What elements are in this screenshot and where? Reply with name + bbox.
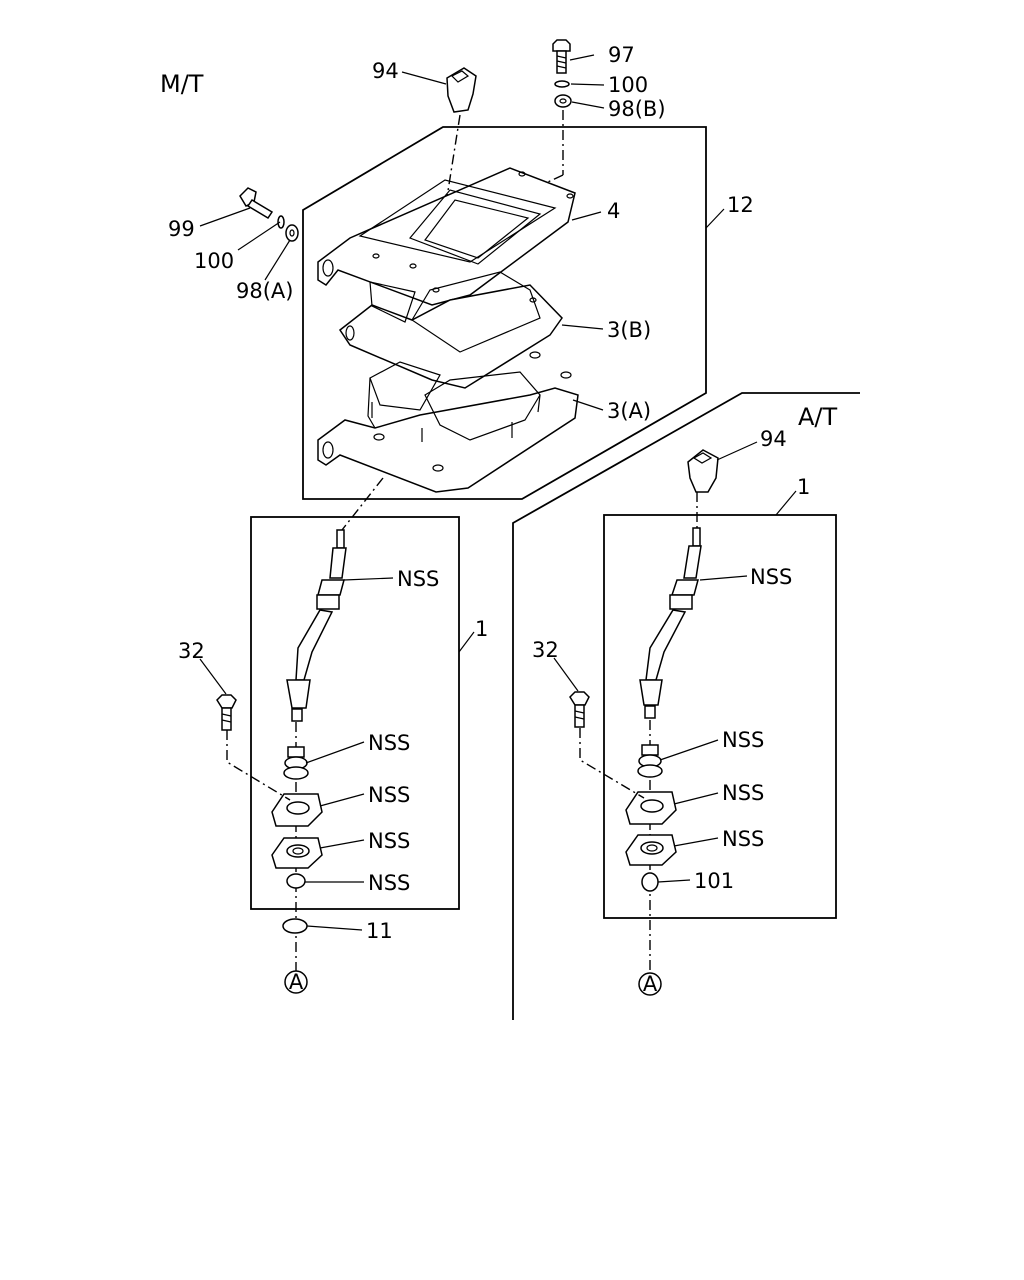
leader-mt-3a [572,399,604,411]
mt-label-knob: 94 [372,59,399,83]
leader-at-nss-1 [699,575,748,581]
leader-mt-98b [571,101,605,109]
leader-mt-nss-4 [319,839,365,849]
leader-mt-knob [401,71,447,85]
at-bolt-32 [569,691,590,728]
mt-spring-nss [283,746,309,780]
at-spring-nss [637,744,663,778]
at-bolt-32-axis [579,728,645,799]
mt-label-100-side: 100 [194,249,234,273]
at-lever-box-1 [603,514,837,919]
leader-mt-99 [199,207,251,227]
mt-shift-knob [446,67,477,113]
assembly-box-12 [302,126,707,500]
mt-plate-4 [317,167,576,306]
leader-at-nss-2 [659,739,719,761]
mt-lever-box-1 [250,516,460,910]
mt-bushing-nss [286,873,306,889]
leader-at-knob [716,441,758,461]
leader-mt-11 [306,925,363,931]
mt-label-3b: 3(B) [607,318,651,342]
mt-bolt-32-axis [226,730,291,801]
at-label-nss-2: NSS [722,728,764,752]
mt-label-100-top: 100 [608,73,648,97]
mt-boot-3b [338,271,563,389]
mt-bolt-32 [216,694,237,731]
mt-label-nss-3: NSS [368,783,410,807]
mt-label-nss-2: NSS [368,731,410,755]
mt-label-99: 99 [168,217,195,241]
mt-label-98b: 98(B) [608,97,666,121]
leader-mt-nss-2 [305,741,365,764]
at-label-nss-4: NSS [722,827,764,851]
mt-ring-11 [282,918,308,934]
leader-mt-100-top [570,83,605,86]
mt-label-32: 32 [178,639,205,663]
at-ref-a: A [643,972,658,996]
at-shift-knob [687,449,719,493]
leader-at-101 [657,879,691,883]
mt-label-97: 97 [608,43,635,67]
at-seat-nss [625,791,677,825]
leader-mt-32 [199,658,227,695]
mt-washer-100-top [554,80,570,88]
leader-at-1 [775,490,797,516]
at-ball-101 [641,872,659,892]
leader-mt-100-side [237,221,281,251]
boot-lever-axis [341,477,384,531]
mt-bolt-99 [239,187,274,220]
mt-shift-lever [286,529,347,722]
mt-label-11: 11 [366,919,393,943]
leader-mt-97 [569,54,595,61]
at-label-nss-3: NSS [722,781,764,805]
leader-at-nss-3 [673,792,719,805]
at-label-101: 101 [694,869,734,893]
leader-mt-nss-3 [319,793,365,807]
leader-mt-4 [571,211,602,221]
title-mt: M/T [160,70,204,98]
mt-label-98a: 98(A) [236,279,293,303]
leader-at-nss-4 [673,837,719,847]
at-label-knob: 94 [760,427,787,451]
at-label-32: 32 [532,638,559,662]
mt-label-nss-5: NSS [368,871,410,895]
at-shift-lever [639,527,702,719]
mt-label-nss-4: NSS [368,829,410,853]
mt-seat-nss [271,793,323,827]
leader-at-32 [553,657,579,692]
title-at: A/T [798,403,838,431]
mt-label-12: 12 [727,193,754,217]
mt-flange-nss [271,837,323,869]
leader-mt-1 [458,631,475,653]
at-label-nss-1: NSS [750,565,792,589]
mt-bolt-97 [552,39,571,74]
mt-boot-3a [317,351,579,493]
section-divider [512,392,860,1020]
mt-label-1: 1 [475,617,488,641]
mt-ref-a: A [289,970,304,994]
leader-mt-98a [264,239,291,281]
at-ref-a-circle [638,972,662,996]
mt-label-nss-1: NSS [397,567,439,591]
mt-label-3a: 3(A) [607,399,651,423]
mt-washer-100-side [277,215,285,229]
leader-mt-12 [705,208,725,229]
leader-mt-3b [561,324,604,330]
leader-mt-nss-1 [343,577,394,581]
mt-ref-a-circle [284,970,308,994]
at-label-1: 1 [797,475,810,499]
at-flange-nss [625,834,677,866]
mt-nut-98b [554,94,572,108]
mt-label-4: 4 [607,199,620,223]
mt-nut-98a [285,224,299,242]
